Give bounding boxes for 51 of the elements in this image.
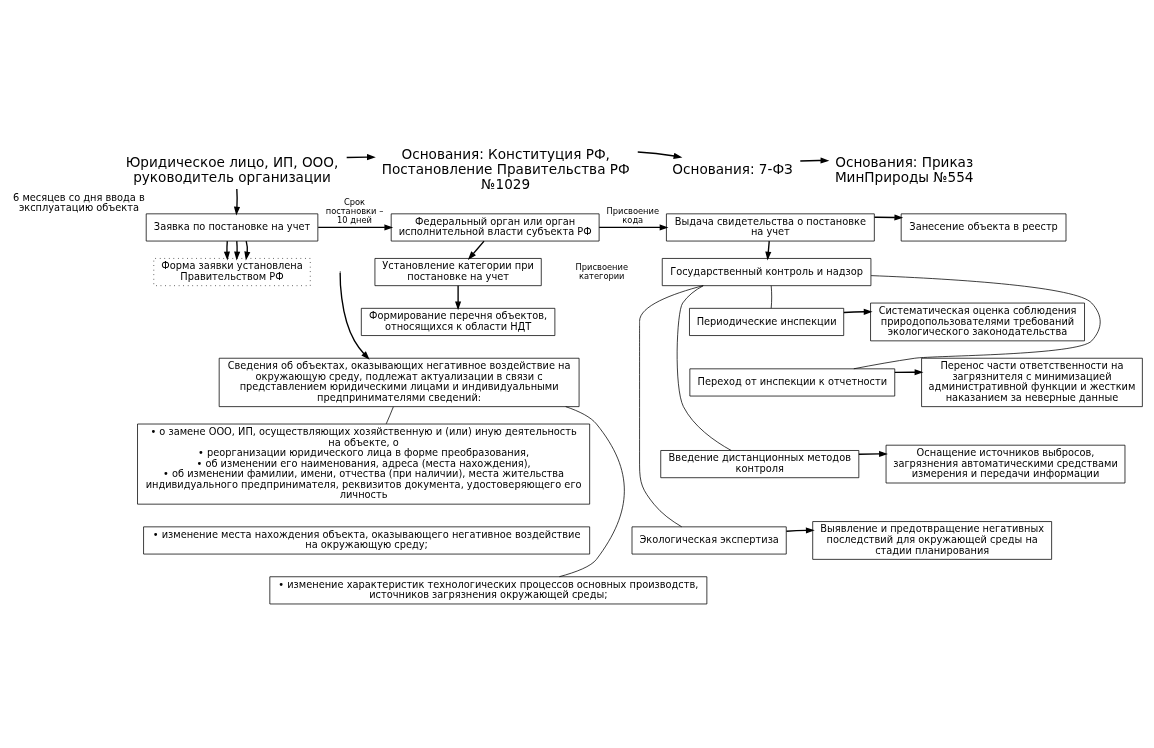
arrow <box>317 223 394 230</box>
arrow <box>346 153 376 160</box>
arrow <box>785 526 815 533</box>
arrow <box>598 223 669 230</box>
node-box: Переход от инспекции к отчетности <box>689 367 896 396</box>
node-box: • изменение места нахождения объекта, оказывающего негативное воздействие на окружающую среду; <box>143 525 591 554</box>
node-box: Периодические инспекции <box>689 307 845 336</box>
arrow <box>233 187 241 216</box>
node-box: Введение дистанционных методов контроля <box>660 449 860 478</box>
arrow <box>339 271 370 360</box>
label: Присвоение категории <box>575 261 628 281</box>
arrow <box>637 150 683 159</box>
connector <box>385 405 394 424</box>
arrow <box>858 450 888 457</box>
edge-label: Присвоение кода <box>606 205 659 225</box>
node-box: Систематическая оценка соблюдения природопользователями требований экологического законодательства <box>870 302 1085 341</box>
edge-label: Срок постановки – 10 дней <box>325 196 384 225</box>
node-box: Выдача свидетельства о постановке на учет <box>666 212 875 241</box>
node-text: Основания: 7-ФЗ <box>672 160 793 177</box>
node-box: • о замене ООО, ИП, осуществляющих хозяйственную и (или) иную деятельность на объекте, о • реорганизации юридического лица в форме преобразования, • об изменении его наименования, адреса (места нахождения), • об изменении фамилии, имени, отчества (при наличии), места жительства индивидуального предпринимателя, реквизитов документа, удостоверяющего его личность <box>137 423 591 505</box>
connector <box>853 274 1101 369</box>
arrow <box>455 284 462 310</box>
node-box: Государственный контроль и надзор <box>661 257 872 286</box>
connector <box>639 284 704 527</box>
node-box: Выявление и предотвращение негативных последствий для окружающей среды на стадии планирования <box>812 520 1053 560</box>
node-box: Установление категории при постановке на учет <box>374 257 542 286</box>
node-box: Федеральный орган или орган исполнительной власти субъекта РФ <box>390 212 600 241</box>
node-box: Сведения об объектах, оказывающих негативное воздействие на окружающую среду, подлежат актуализации в связи с представлением юридическими лицами и индивидуальными предпринимателями сведений: <box>218 357 580 407</box>
arrow <box>873 213 904 221</box>
arrow <box>765 239 772 260</box>
connector <box>559 405 625 577</box>
node-box: Оснащение источников выбросов, загрязнения автоматическими средствами измерения и передачи информации <box>885 444 1126 483</box>
node-box: Занесение объекта в реестр <box>900 212 1067 241</box>
arrow <box>234 239 241 260</box>
arrow <box>223 239 230 260</box>
node-text: Основания: Конституция РФ, Постановление Правительства РФ №1029 <box>381 145 630 192</box>
node-box: Формирование перечня объектов, относящихся к области НДТ <box>360 307 556 336</box>
node-box: • изменение характеристик технологических процессов основных производств, источников загрязнения окружающей среды; <box>269 575 708 604</box>
node-text: Юридическое лицо, ИП, ООО, руководитель организации <box>125 153 339 185</box>
node-box: Заявка по постановке на учет <box>145 212 319 241</box>
node-text: Основания: Приказ МинПрироды №554 <box>834 153 974 185</box>
arrow <box>467 239 485 260</box>
arrow <box>894 368 924 375</box>
arrow <box>843 308 873 315</box>
arrow <box>799 156 830 164</box>
node-label: 6 месяцев со дня ввода в эксплуатацию объекта <box>13 191 145 213</box>
connector <box>676 284 732 451</box>
node-box: Форма заявки установлена Правительством РФ <box>153 257 311 286</box>
connector <box>770 284 773 309</box>
node-box: Экологическая экспертиза <box>631 525 787 554</box>
node-box: Перенос части ответственности на загрязнителя с минимизацией административной функции и жестким наказанием за неверные данные <box>921 357 1143 407</box>
